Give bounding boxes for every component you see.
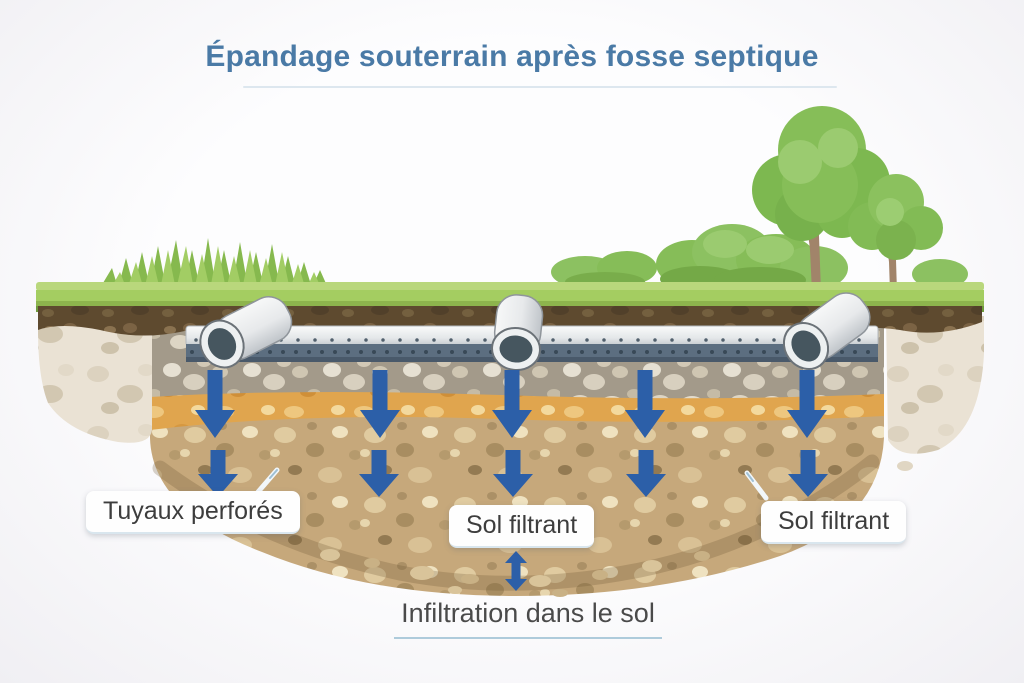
page-title: Épandage souterrain après fosse septique [205,40,819,73]
infiltration-arrow [492,370,532,438]
pale-soil-left [38,316,152,443]
infiltration-arrow [198,450,238,497]
infiltration-arrow [360,370,400,438]
label-perforated-pipes: Tuyaux perforés [86,491,300,534]
leader-line-left-tip [269,469,278,479]
pipe-riser-center [491,294,544,372]
pale-soil-right [886,316,984,454]
title-underline [243,86,837,88]
infiltration-arrows-row2 [198,450,828,497]
infiltration-arrow [359,450,399,497]
exchange-arrow [505,551,527,591]
leader-lines [255,467,769,501]
infiltration-arrow [493,450,533,497]
infiltration-arrows-row1 [195,370,827,438]
pipe-riser-left [199,296,293,369]
infiltration-caption: Infiltration dans le sol [394,598,662,639]
label-filter-soil-right: Sol filtrant [761,501,907,544]
infiltration-arrow [625,370,665,438]
tree-small [848,174,943,292]
infiltration-arrow [626,450,666,497]
infiltration-arrow [788,450,828,497]
tree-foliage [848,174,943,260]
label-filter-soil-center: Sol filtrant [449,505,595,548]
infiltration-arrow [787,370,827,438]
spill-pebbles [320,461,913,597]
infiltration-arrow [195,370,235,438]
leader-line-right-tip [746,472,754,482]
grass-tuft [100,238,328,290]
pipe-riser-right [782,292,871,371]
